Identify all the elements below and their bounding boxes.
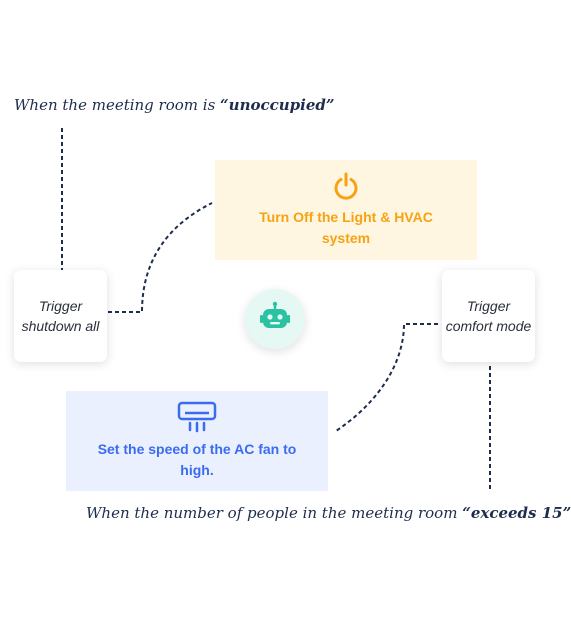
condition-note-exceeds: When the number of people in the meeting… (86, 504, 571, 522)
action-turn-off-label: Turn Off the Light & HVAC system (259, 209, 433, 246)
condition-note-text: When the number of people in the meeting… (86, 504, 463, 522)
action-ac-fan-panel[interactable]: Set the speed of the AC fan to high. (66, 391, 328, 491)
condition-note-emphasis: “unoccupied” (220, 96, 335, 114)
connector-lines (61, 128, 491, 490)
trigger-comfort-card[interactable]: Trigger comfort mode (442, 270, 535, 362)
condition-note-unoccupied: When the meeting room is “unoccupied” (14, 96, 335, 114)
trigger-comfort-label: Trigger comfort mode (445, 298, 532, 334)
condition-note-text: When the meeting room is (14, 96, 221, 114)
automation-hub[interactable] (245, 289, 305, 349)
connector-right-to-blue (335, 323, 438, 432)
action-turn-off-panel[interactable]: Turn Off the Light & HVAC system (215, 160, 477, 260)
robot-icon (259, 301, 291, 338)
power-icon (331, 171, 361, 207)
air-conditioner-icon (177, 401, 217, 439)
connector-left-to-orange (108, 202, 213, 313)
trigger-shutdown-card[interactable]: Trigger shutdown all (14, 270, 107, 362)
trigger-shutdown-label: Trigger shutdown all (21, 298, 100, 334)
condition-note-emphasis: “exceeds 15” (462, 504, 571, 522)
action-ac-fan-label: Set the speed of the AC fan to high. (97, 441, 297, 478)
